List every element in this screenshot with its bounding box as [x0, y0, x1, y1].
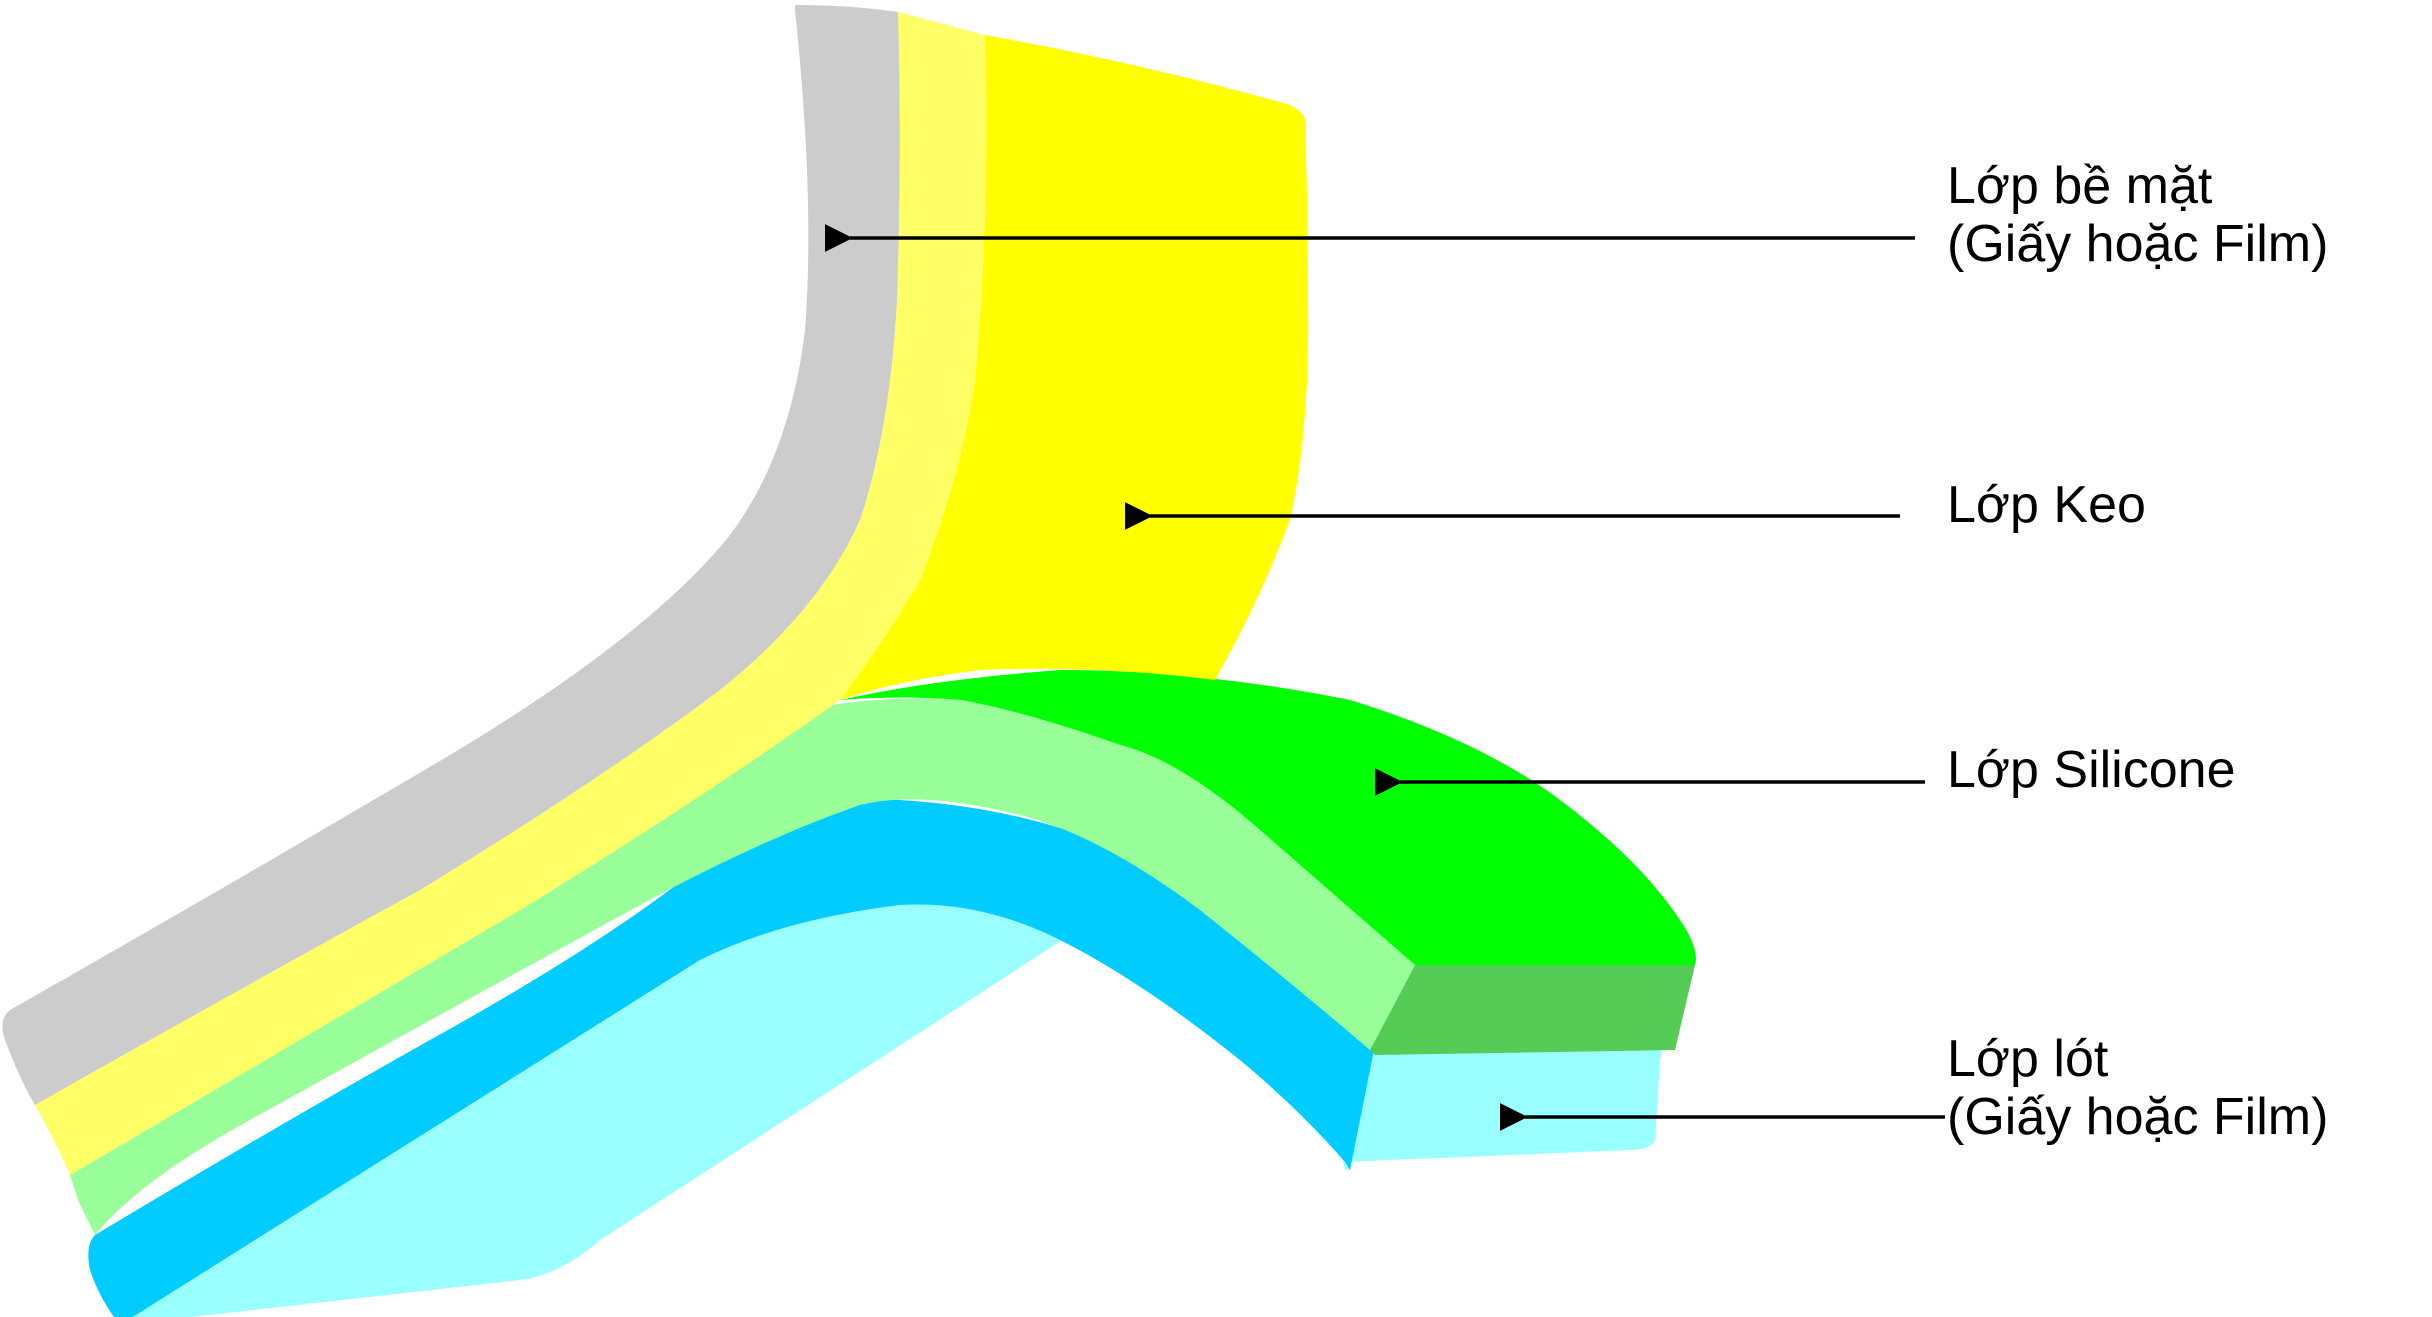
adhesive-layer-face: [840, 35, 1309, 700]
surface-layer-edge: [2, 5, 900, 1105]
silicone-layer-edge: [70, 698, 1415, 1235]
surface-layer-label-line2: (Giấy hoặc Film): [1947, 215, 2329, 273]
silicone-layer-end: [1370, 965, 1695, 1055]
liner-layer-face: [132, 904, 1662, 1317]
silicone-layer-face: [840, 670, 1696, 965]
surface-layer-label-line1: Lớp bề mặt: [1947, 157, 2213, 215]
silicone-layer-label-line1: Lớp Silicone: [1947, 741, 2236, 799]
adhesive-layer-edge: [35, 12, 987, 1175]
liner-layer-label-line2: (Giấy hoặc Film): [1947, 1088, 2329, 1146]
liner-layer-edge: [88, 798, 1375, 1317]
liner-layer-label-line1: Lớp lót: [1947, 1030, 2109, 1088]
adhesive-layer-label: Lớp Keo: [1947, 476, 2146, 534]
surface-layer-label: Lớp bề mặt (Giấy hoặc Film): [1947, 157, 2328, 273]
adhesive-layer-label-line1: Lớp Keo: [1947, 476, 2146, 534]
silicone-layer-label: Lớp Silicone: [1947, 741, 2236, 799]
liner-layer-label: Lớp lót (Giấy hoặc Film): [1947, 1030, 2328, 1146]
